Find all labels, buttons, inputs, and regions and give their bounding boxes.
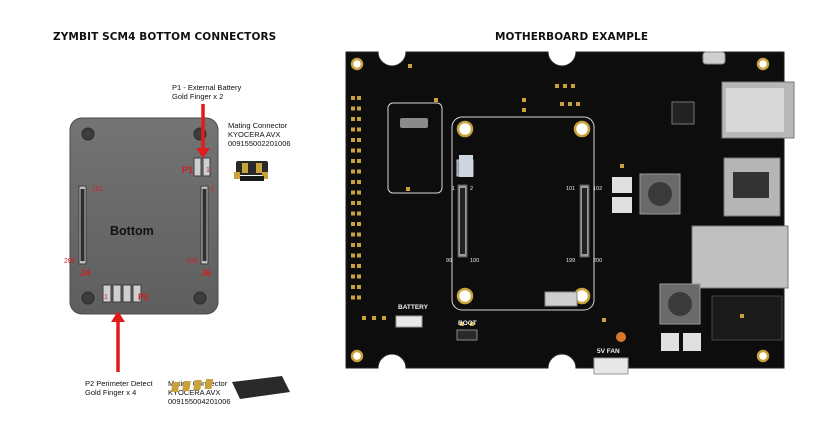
header-pin — [357, 96, 361, 100]
right-title: MOTHERBOARD EXAMPLE — [495, 31, 649, 43]
silk-j6-pin101: 101 — [566, 186, 576, 192]
silk-boot: BOOT — [458, 320, 477, 327]
header-pin — [351, 127, 355, 132]
header-pin — [357, 201, 361, 205]
header-pin — [351, 295, 355, 300]
header-pin — [351, 117, 355, 121]
j4-pin101-label: 101 — [92, 186, 104, 193]
p2-pin1-label: 1 — [104, 294, 108, 301]
header-pin — [357, 138, 361, 142]
header-pin — [351, 201, 355, 205]
header-pin — [351, 211, 355, 216]
header-pin — [351, 180, 355, 184]
p1-mating-note: Mating Connector KYOCERA AVX 00915500220… — [228, 121, 291, 148]
p1-note-line2: Gold Finger x 2 — [172, 92, 224, 101]
header-pin — [357, 211, 361, 216]
p1-label: P1 — [182, 165, 194, 175]
header-pin — [357, 295, 361, 300]
silk-j6-pin200: 200 — [593, 258, 603, 264]
p2-mating-line3: 009155004201006 — [168, 397, 231, 406]
p2-mating-line2: KYOCERA AVX — [168, 388, 221, 397]
j6-pin1-label: 1 — [210, 186, 214, 193]
p1-mating-line3: 009155002201006 — [228, 139, 291, 148]
header-pin — [357, 274, 361, 279]
silk-j6-pin102: 102 — [593, 186, 603, 192]
p2-label: P2 — [138, 292, 150, 302]
header-pin — [357, 285, 361, 289]
p1-mating-line2: KYOCERA AVX — [228, 130, 281, 139]
header-pin — [357, 148, 361, 153]
silk-j6-pin199: 199 — [566, 258, 576, 264]
header-pin — [357, 106, 361, 111]
module-label: Bottom — [110, 224, 154, 238]
header-pin — [351, 285, 355, 289]
silk-j4-pin100: 100 — [470, 258, 480, 264]
silk-battery: BATTERY — [398, 304, 428, 311]
header-pin — [357, 159, 361, 163]
header-pin — [351, 106, 355, 111]
left-title: ZYMBIT SCM4 BOTTOM CONNECTORS — [53, 31, 277, 43]
p2-note-line1: P2 Perimeter Detect — [85, 379, 153, 388]
header-pin — [351, 169, 355, 174]
header-pin — [357, 169, 361, 174]
j6-pin100-label: 100 — [186, 258, 198, 265]
silk-j4-pin1: 1 — [452, 186, 456, 192]
header-pin — [351, 243, 355, 247]
p2-note-line2: Gold Finger x 4 — [85, 388, 137, 397]
header-pin — [351, 232, 355, 237]
header-pin — [351, 96, 355, 100]
header-pin — [351, 264, 355, 268]
header-pin — [351, 274, 355, 279]
j6-label: J6 — [201, 268, 212, 278]
silk-j4-pin99: 99 — [446, 258, 453, 264]
header-pin — [357, 253, 361, 258]
header-pin — [357, 127, 361, 132]
header-pin — [357, 190, 361, 195]
p1-note: P1 - External Battery Gold Finger x 2 — [172, 83, 241, 101]
header-pin — [351, 222, 355, 226]
header-pin — [351, 138, 355, 142]
p2-note: P2 Perimeter Detect Gold Finger x 4 — [85, 379, 153, 397]
header-pin — [351, 190, 355, 195]
silk-j4-pin2: 2 — [470, 186, 474, 192]
p1-note-line1: P1 - External Battery — [172, 83, 242, 92]
p1-pin1-label: 1 — [206, 167, 210, 174]
j4-pin200-label: 200 — [64, 258, 76, 265]
p1-mating-line1: Mating Connector — [228, 121, 288, 130]
header-pin — [351, 159, 355, 163]
silk-5v-fan: 5V FAN — [597, 348, 620, 355]
header-pin — [357, 232, 361, 237]
header-pin — [357, 264, 361, 268]
header-pin — [357, 180, 361, 184]
header-pin — [357, 243, 361, 247]
header-pin — [351, 253, 355, 258]
header-pin — [357, 222, 361, 226]
header-pin — [357, 117, 361, 121]
header-pin — [351, 148, 355, 153]
j4-label: J4 — [80, 268, 91, 278]
